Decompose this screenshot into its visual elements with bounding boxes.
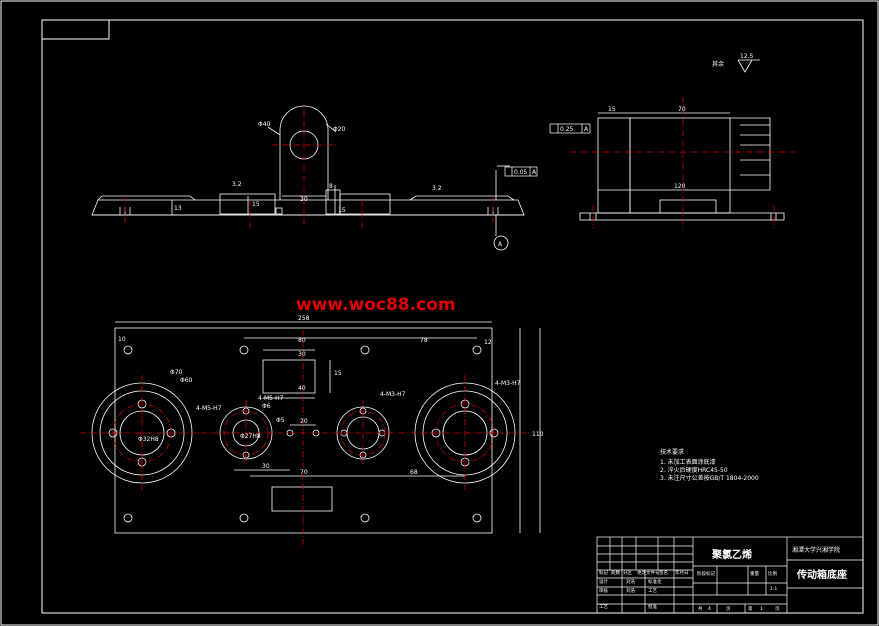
plan-edge-offset: 10 — [118, 336, 126, 343]
tech-note-3: 3. 未注尺寸公差按GB/T 1804-2000 — [660, 474, 759, 482]
roughness-value: 12.5 — [740, 53, 754, 60]
tb-row-label-1: 处数 — [611, 569, 620, 576]
plan-slot-w: 30 — [298, 351, 306, 358]
plan-dim68: 68 — [410, 469, 418, 476]
tb-sheet-1: 4 — [708, 606, 711, 612]
title-material: 聚氯乙烯 — [711, 548, 752, 561]
watermark: www.woc88.com — [296, 295, 456, 315]
tech-note-2: 2. 淬火后硬度HRC45-50 — [660, 466, 728, 474]
front-dim-h1: 13 — [174, 205, 182, 212]
plan-tap-mid: 4-M5-H7 — [258, 395, 284, 402]
front-dia-bore: Φ20 — [333, 126, 346, 133]
plan-dim70: 70 — [300, 469, 308, 476]
tb-sheet-3: 第 — [748, 605, 753, 612]
technical-notes: 技术要求 1. 未加工表面涂底漆 2. 淬火后硬度HRC45-50 3. 未注尺… — [660, 448, 759, 482]
plan-circle-mid: Φ60 — [180, 377, 193, 384]
plan-tap-right: 4-M3-H7 — [380, 391, 406, 398]
title-school: 湘潭大学兴湘学院 — [792, 546, 840, 554]
tb-sheet-4: 1 — [760, 606, 763, 612]
tb-row-label-5: 年月日 — [675, 569, 689, 576]
plan-tap-left: 4-M5-H7 — [196, 405, 222, 412]
tech-notes-title: 技术要求 — [660, 448, 684, 456]
front-dim-w2: 8 — [329, 183, 333, 190]
side-parallel-datum: A — [584, 126, 589, 133]
plan-view-centerlines — [80, 330, 530, 545]
plan-bore-left: Φ32H8 — [138, 436, 159, 443]
plan-pitch20: 20 — [300, 418, 308, 425]
tech-note-1: 1. 未加工表面涂底漆 — [660, 458, 716, 466]
side-dim-left: 15 — [608, 106, 616, 113]
front-parallelism-frame: 0.05 A — [504, 166, 538, 177]
roughness-label: 其余 — [712, 60, 724, 68]
plan-right-span: 78 — [420, 337, 428, 344]
plan-slot-h: 15 — [334, 370, 342, 377]
tb-row-label-3: 更改文件号 — [637, 569, 660, 576]
plan-height: 110 — [532, 431, 544, 438]
plan-small-hole: Φ5 — [276, 417, 285, 424]
tb-design-1: 刘浩 — [626, 578, 635, 585]
tb-row-label-0: 标记 — [599, 569, 608, 576]
plan-tap-right-outer: 4-M3-H7 — [495, 380, 521, 387]
side-parallel-value: 0.25 — [560, 126, 574, 133]
datum-marker-label: A — [498, 241, 503, 248]
side-dim-top: 70 — [678, 106, 686, 113]
title-block-text: 聚氯乙烯 湘潭大学兴湘学院 传动箱底座 阶段标记 重量 比例 1:1 标记 处数… — [599, 546, 847, 612]
front-dia-outer: Φ40 — [258, 121, 271, 128]
tb-design-2: 标准化 — [648, 578, 662, 585]
tb-sheet-2: 页 — [726, 606, 731, 612]
title-stage-label: 阶段标记 — [697, 570, 715, 577]
plan-dim30: 30 — [262, 463, 270, 470]
tb-check-2: 工艺 — [648, 588, 657, 594]
tb-check-1: 刘浩 — [626, 587, 635, 594]
front-roughness-a: 3.2 — [232, 181, 242, 188]
side-view-centerlines — [570, 97, 795, 230]
side-view — [579, 112, 785, 221]
plan-overall-width: 258 — [298, 315, 310, 322]
title-scale: 1:1 — [770, 586, 777, 592]
plan-circle-outer: Φ70 — [170, 369, 183, 376]
plan-slot-pitch: 40 — [298, 385, 306, 392]
tb-check-0: 审核 — [599, 587, 608, 594]
tb-process-0: 工艺 — [599, 604, 608, 610]
front-roughness-b: 3.2 — [432, 185, 442, 192]
tb-sheet-0: 共 — [698, 605, 703, 612]
tb-design-0: 设计 — [599, 578, 608, 585]
front-parallel-datum: A — [532, 169, 537, 176]
tb-process-2: 批准 — [648, 603, 657, 610]
plan-small-bore: Φ6 — [262, 403, 271, 410]
plan-view — [91, 321, 541, 534]
tb-row-label-2: 分区 — [623, 569, 632, 576]
front-dim-h2: 15 — [252, 201, 260, 208]
tb-row-label-4: 签名 — [659, 569, 668, 576]
plan-slot-span: 80 — [298, 337, 306, 344]
title-weight-label: 重量 — [750, 570, 759, 577]
title-part-name: 传动箱底座 — [796, 568, 847, 581]
sheet-border-inner — [41, 19, 864, 614]
datum-marker: A — [493, 235, 509, 251]
drawing-number-box — [41, 19, 110, 40]
front-dim-h3: 15 — [338, 207, 346, 214]
roughness-symbol: 其余 12.5 — [712, 53, 760, 73]
front-view-centerlines — [124, 110, 494, 228]
plan-view-text: 258 10 80 78 12 30 15 40 Φ70 Φ60 Φ32H8 4… — [118, 315, 544, 476]
tb-sheet-5: 页 — [775, 606, 780, 612]
plan-right-offset: 12 — [484, 339, 492, 346]
title-scale-label: 比例 — [768, 570, 777, 577]
front-view-text: Φ40 Φ20 3.2 3.2 13 15 30 8 15 — [174, 121, 442, 214]
front-parallel-value: 0.05 — [514, 169, 528, 176]
title-block — [596, 536, 864, 614]
front-view — [91, 105, 525, 236]
plan-bore-mid: Φ27H8 — [240, 433, 261, 440]
side-view-text: 15 70 120 — [608, 106, 686, 190]
front-dim-w1: 30 — [300, 196, 308, 203]
side-dim-width: 120 — [674, 183, 686, 190]
side-parallelism-frame: 0.25 A — [549, 123, 591, 134]
